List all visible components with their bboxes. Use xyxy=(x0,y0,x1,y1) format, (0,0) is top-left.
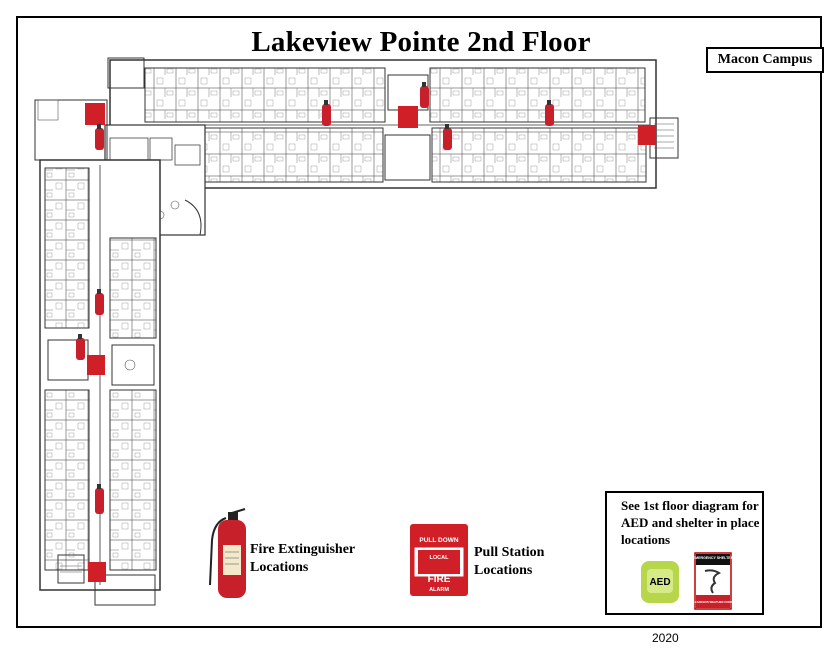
pull-sign-top: PULL DOWN xyxy=(419,537,459,544)
shelter-sign-icon: EMERGENCY SHELTER FOR HAZARDOUS WEATHER … xyxy=(684,552,742,610)
extinguisher-marker xyxy=(420,82,429,108)
legend-extinguisher-icon xyxy=(209,508,246,598)
info-box: See 1st floor diagram for AED and shelte… xyxy=(605,491,764,615)
pull-sign-bottom: ALARM xyxy=(429,587,449,593)
pull-sign-mid: LOCAL xyxy=(430,555,450,561)
info-icons: AED EMERGENCY SHELTER FOR HAZARDOUS WEAT… xyxy=(641,552,742,610)
north-wing xyxy=(107,57,679,189)
shelter-sign-bottom: FOR HAZARDOUS WEATHER CONDITIONS xyxy=(684,600,742,604)
aed-icon: AED xyxy=(641,561,679,603)
legend-extinguisher-line1: Fire Extinguisher xyxy=(250,542,356,557)
extinguisher-marker xyxy=(545,100,554,126)
west-wing xyxy=(39,159,161,606)
legend-pull-station-label: Pull Station Locations xyxy=(474,544,544,580)
year-label: 2020 xyxy=(652,631,679,645)
legend-pull-line2: Locations xyxy=(474,563,533,578)
pull-station-marker xyxy=(85,103,105,125)
page-title: Lakeview Pointe 2nd Floor xyxy=(251,26,591,58)
aed-label: AED xyxy=(649,577,670,588)
pull-station-marker xyxy=(638,125,656,145)
pull-stations xyxy=(85,103,656,582)
pull-station-marker xyxy=(398,106,418,128)
pull-station-marker xyxy=(95,107,96,108)
info-text: See 1st floor diagram for AED and shelte… xyxy=(621,498,760,547)
extinguisher-marker xyxy=(443,124,452,150)
extinguishers xyxy=(76,82,554,514)
extinguisher-marker xyxy=(95,484,104,514)
extinguisher-marker xyxy=(76,334,85,360)
shelter-sign-top: EMERGENCY SHELTER xyxy=(693,556,734,560)
campus-label: Macon Campus xyxy=(706,47,824,73)
extinguisher-marker xyxy=(322,100,331,126)
legend-pull-station-icon: PULL DOWN LOCAL FIRE ALARM xyxy=(410,524,468,596)
extinguisher-marker xyxy=(95,289,104,315)
legend-pull-line1: Pull Station xyxy=(474,545,545,560)
legend-extinguisher-line2: Locations xyxy=(250,560,309,575)
pull-station-marker xyxy=(87,355,105,375)
pull-station-marker xyxy=(88,562,106,582)
legend-extinguisher-label: Fire Extinguisher Locations xyxy=(250,541,355,577)
pull-sign-main: FIRE xyxy=(428,574,451,585)
extinguisher-marker xyxy=(95,124,104,150)
